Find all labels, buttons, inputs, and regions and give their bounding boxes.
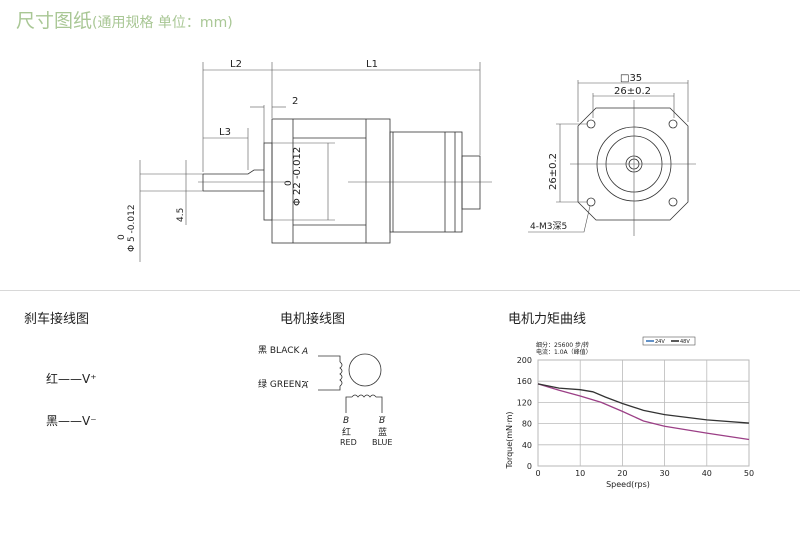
brake-wiring-title: 刹车接线图: [24, 312, 90, 327]
x-tick-label: 40: [702, 469, 712, 478]
legend-box: [642, 336, 696, 346]
x-axis-label: Speed(rps): [606, 480, 650, 489]
brake-negative: 黑——V⁻: [46, 414, 97, 428]
y-axis-label: Torque(mN·m): [505, 412, 514, 470]
page-title: 尺寸图纸(通用规格 单位：mm): [16, 6, 233, 33]
chart-note-current: 电流：1.0A（峰值）: [536, 348, 592, 356]
wire-red-cn: 红: [342, 426, 351, 438]
x-tick-label: 30: [660, 469, 670, 478]
dimension-drawing: L2 L1 2 L3: [117, 59, 696, 262]
shaft-flat-dim: 4.5: [176, 208, 186, 222]
y-tick-label: 160: [517, 377, 532, 386]
shaft-diameter: Φ 5 -0.012: [127, 204, 137, 252]
svg-text:Φ 22 -0.012: Φ 22 -0.012: [292, 147, 303, 206]
pilot-diameter: Φ 22 -0.012: [292, 147, 303, 206]
phase-b: B: [343, 416, 349, 426]
series-line-24V: [537, 383, 750, 441]
title-unit: (通用规格 单位：mm): [92, 15, 233, 31]
phase-a: A: [301, 347, 308, 357]
motor-wiring-title: 电机接线图: [280, 312, 346, 327]
title-text: 尺寸图纸: [16, 10, 93, 32]
chart-legend: 24V 48V: [642, 336, 696, 346]
y-tick-label: 40: [522, 441, 532, 450]
x-tick-label: 0: [535, 469, 540, 478]
pilot-tol-upper: 0: [284, 180, 294, 186]
plot-area: [537, 359, 750, 467]
y-tick-label: 200: [517, 356, 532, 365]
brake-positive: 红——V⁺: [46, 372, 97, 386]
side-view: L2 L1 2 L3: [117, 59, 492, 262]
legend-label-24V: 24V: [655, 339, 665, 345]
dim-L3: L3: [219, 127, 231, 138]
wire-blue-cn: 蓝: [378, 426, 387, 438]
section-divider: [0, 290, 800, 291]
y-tick-label: 0: [527, 462, 532, 471]
dim-gap: 2: [292, 96, 298, 107]
wire-red: RED: [340, 438, 357, 447]
legend-label-48V: 48V: [680, 339, 690, 345]
mounting-holes-note: 4-M3深5: [530, 221, 567, 232]
x-tick-label: 10: [575, 469, 585, 478]
y-tick-label: 80: [522, 420, 532, 429]
chart-note-microstep: 细分：25600 步/转: [536, 341, 589, 349]
wiring-diagram: 黑 BLACK 绿 GREEN A A B B 红 RED 蓝 BLUE: [258, 345, 392, 447]
x-tick-label: 50: [744, 469, 754, 478]
series-line-48V: [537, 383, 750, 424]
dim-L2: L2: [230, 59, 242, 70]
x-tick-label: 20: [617, 469, 627, 478]
dim-pitch-h: 26±0.2: [614, 86, 651, 97]
torque-curve-title: 电机力矩曲线: [508, 312, 587, 327]
phase-a-bar: A: [301, 381, 308, 391]
shaft-tol-upper: 0: [117, 234, 127, 240]
wire-green: 绿 GREEN: [258, 378, 301, 390]
phase-b-bar: B: [379, 416, 385, 426]
dim-L1: L1: [366, 59, 378, 70]
dim-square: □35: [620, 73, 642, 84]
dim-pitch-v: 26±0.2: [548, 153, 559, 190]
torque-chart: 细分：25600 步/转 电流：1.0A（峰值） 24V 48V 0 10 20 30 4…: [505, 336, 754, 489]
y-tick-label: 120: [517, 398, 532, 407]
wire-black: 黑 BLACK: [258, 345, 301, 356]
wire-blue: BLUE: [372, 438, 392, 447]
front-view: □35 26±0.2 26±0.2 4-M3深5: [528, 73, 696, 236]
